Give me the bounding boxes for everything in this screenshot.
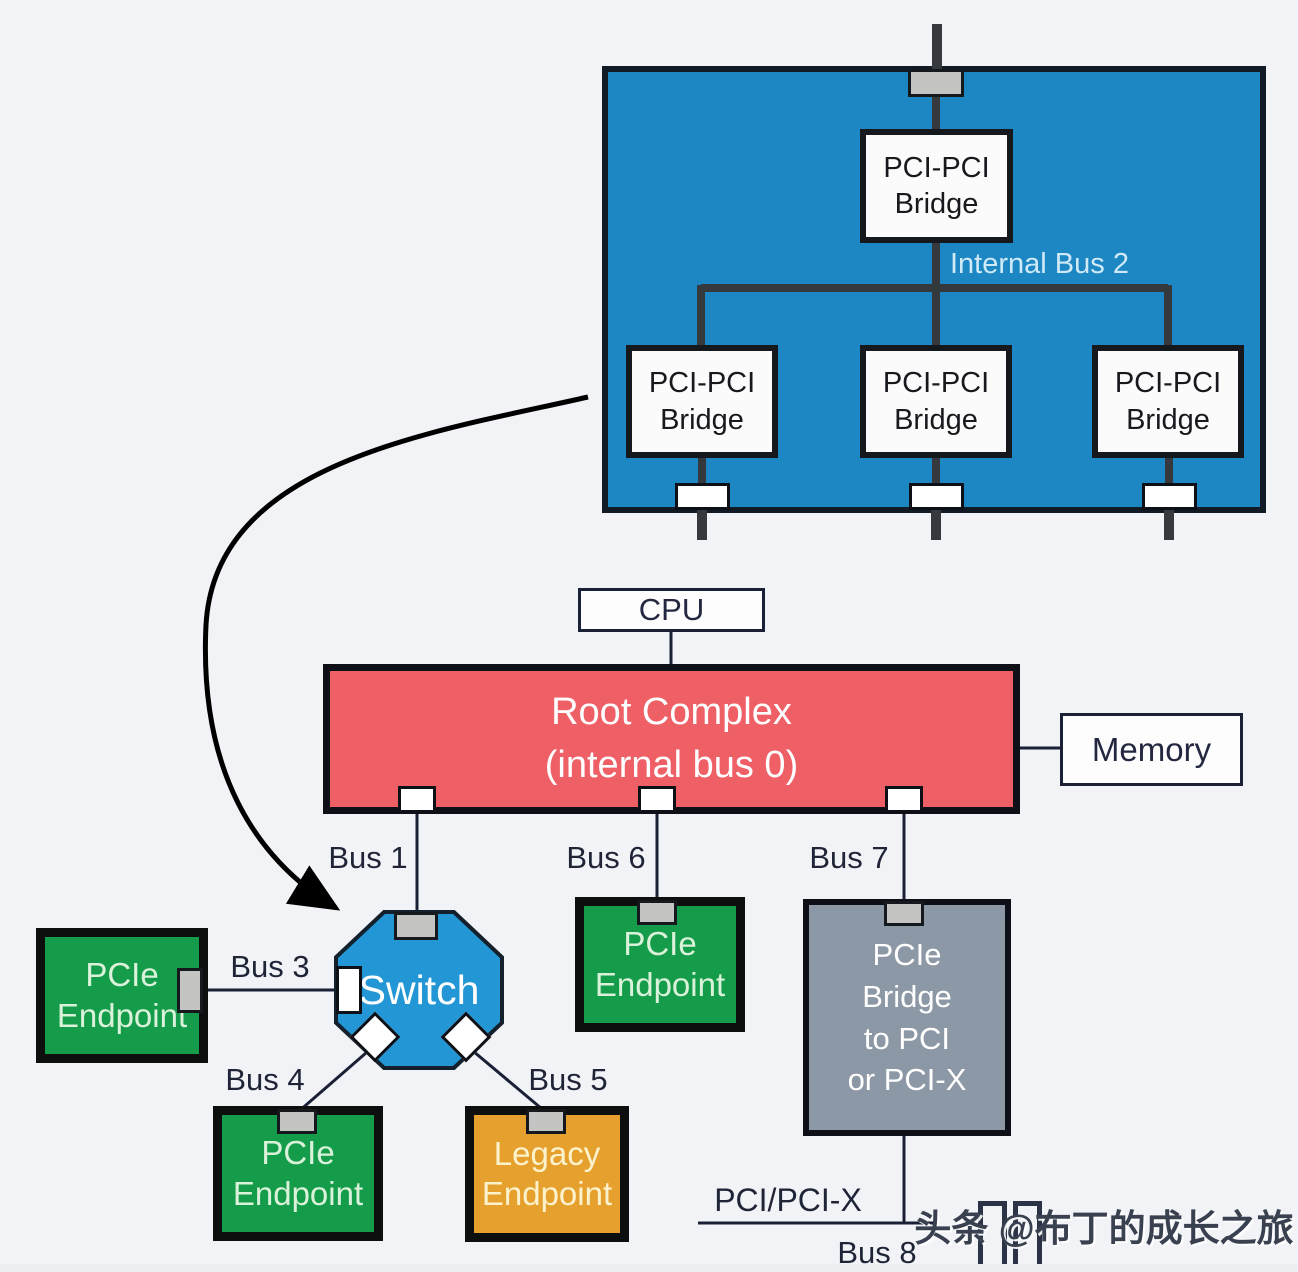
cpu-box: CPU [578, 588, 765, 632]
switch-label: Switch [358, 966, 480, 1013]
memory-box: Memory [1060, 713, 1243, 786]
upstream-pci-pci-bridge-label: PCI-PCI Bridge [883, 151, 990, 220]
cpu-label: CPU [638, 592, 705, 627]
upstream-pci-pci-bridge: PCI-PCI Bridge [860, 129, 1013, 243]
internal-bus-2-label: Internal Bus 2 [950, 247, 1180, 281]
bus-5-label: Bus 5 [513, 1062, 623, 1097]
downstream-pci-pci-bridge-1: PCI-PCI Bridge [626, 345, 778, 458]
root-port-2 [638, 786, 676, 813]
watermark: 头条 @布丁的成长之旅 [914, 1200, 1293, 1250]
pcie-endpoint-left-port [177, 968, 203, 1013]
pcie-endpoint-bus4-label: PCIe Endpoint [232, 1134, 364, 1212]
pcie-endpoint-bus6-label: PCIe Endpoint [594, 925, 726, 1003]
bus-6-label: Bus 6 [551, 840, 661, 875]
pcie-endpoint-bus4: PCIe Endpoint [213, 1106, 383, 1241]
downstream-port-tab-2 [909, 483, 964, 510]
legacy-endpoint-port [526, 1109, 566, 1134]
bus-5-text: Bus 5 [528, 1062, 608, 1097]
pcie-to-pci-bridge-port [884, 901, 924, 926]
bus-4-label: Bus 4 [210, 1062, 320, 1097]
downstream-pci-pci-bridge-2-label: PCI-PCI Bridge [882, 367, 990, 436]
bus-4-text: Bus 4 [225, 1062, 305, 1097]
watermark-text: 头条 @布丁的成长之旅 [914, 1208, 1294, 1249]
pcie-endpoint-bus4-port [277, 1109, 317, 1134]
switch-left-port [336, 966, 362, 1014]
bus-1-text: Bus 1 [328, 840, 408, 875]
root-port-3 [885, 786, 923, 813]
bottom-strip [0, 1264, 1298, 1272]
switch-upstream-port [394, 912, 438, 940]
root-port-1 [398, 786, 436, 813]
pcie-to-pci-bridge-label: PCIe Bridge to PCI or PCI-X [847, 937, 967, 1098]
upstream-port-tab [908, 69, 964, 97]
bus-1-label: Bus 1 [313, 840, 423, 875]
bus-6-text: Bus 6 [566, 840, 646, 875]
expansion-arrow [202, 394, 589, 911]
pcie-endpoint-bus6-port [637, 900, 677, 925]
pci-pcix-bus-label: PCI/PCI-X [698, 1181, 878, 1218]
legacy-endpoint-label: Legacy Endpoint [481, 1134, 613, 1212]
memory-label: Memory [1091, 730, 1212, 768]
bus-3-label: Bus 3 [215, 949, 325, 984]
pci-pcix-text: PCI/PCI-X [714, 1181, 862, 1218]
bus-7-label: Bus 7 [794, 840, 904, 875]
downstream-pci-pci-bridge-1-label: PCI-PCI Bridge [648, 367, 756, 436]
pcie-endpoint-left-label: PCIe Endpoint [56, 956, 188, 1034]
downstream-pci-pci-bridge-3-label: PCI-PCI Bridge [1114, 367, 1222, 436]
downstream-pci-pci-bridge-2: PCI-PCI Bridge [860, 345, 1012, 458]
pcie-to-pci-bridge: PCIe Bridge to PCI or PCI-X [803, 899, 1011, 1136]
bus-7-text: Bus 7 [809, 840, 889, 875]
downstream-port-tab-3 [1142, 483, 1197, 510]
bus-3-text: Bus 3 [230, 949, 310, 984]
root-complex-label: Root Complex (internal bus 0) [544, 690, 799, 786]
downstream-pci-pci-bridge-3: PCI-PCI Bridge [1092, 345, 1244, 458]
downstream-port-tab-1 [675, 483, 730, 510]
internal-bus-2-text: Internal Bus 2 [950, 247, 1129, 280]
